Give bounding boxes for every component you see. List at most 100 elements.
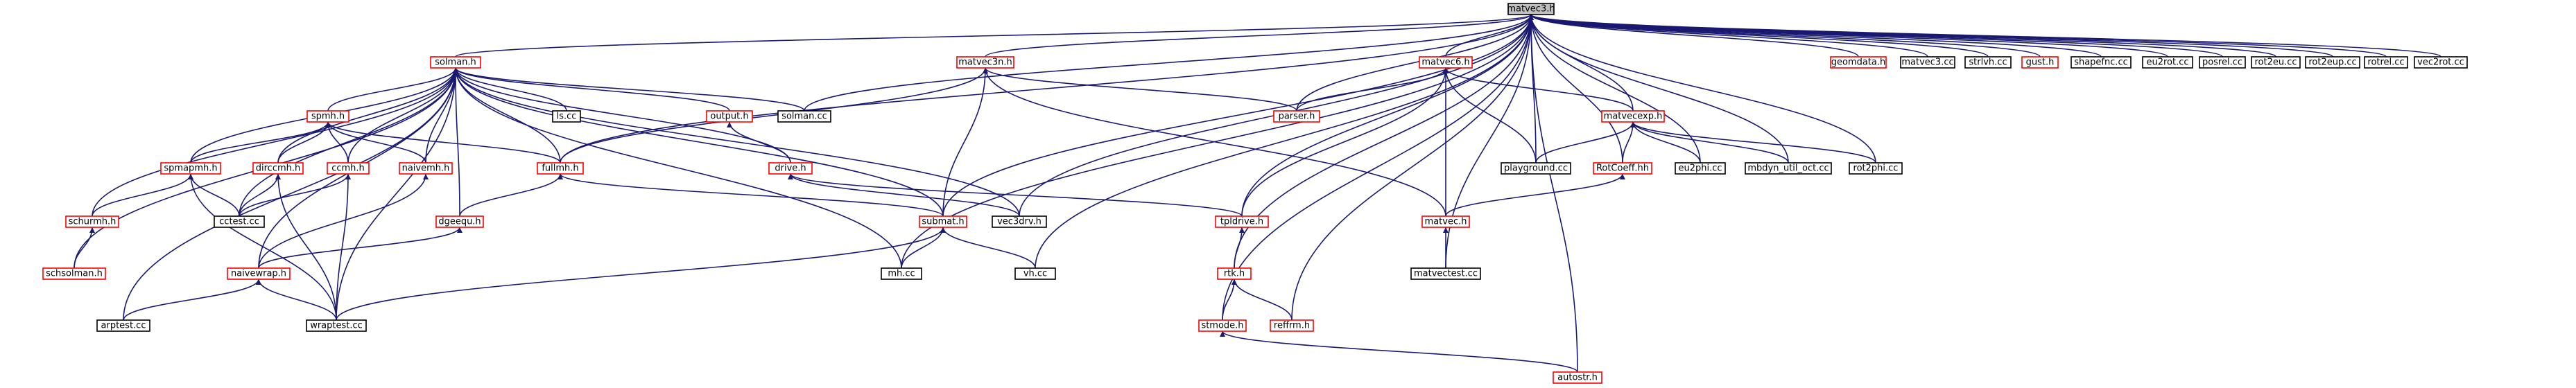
- node-schurmhh[interactable]: schurmh.h: [65, 215, 119, 228]
- node-eu2rotcc[interactable]: eu2rot.cc: [2142, 56, 2193, 69]
- edge-naivemhh-to-spmhh: [325, 121, 426, 164]
- node-ccmhh[interactable]: ccmh.h: [327, 162, 370, 175]
- node-stmodeh[interactable]: stmode.h: [1198, 319, 1247, 332]
- edge-fullmhh-to-matvec3nh: [560, 67, 988, 164]
- node-box: [552, 110, 581, 123]
- node-box: [1964, 56, 2012, 69]
- edge-dgeequh-to-fullmhh: [459, 173, 563, 217]
- edge-submath-to-matvec3nh: [942, 67, 988, 217]
- node-geomdatah[interactable]: geomdata.h: [1830, 56, 1887, 69]
- node-label: ls.cc: [557, 112, 577, 122]
- edge-naivewraph-to-naivemhh: [258, 173, 429, 269]
- node-box: [1745, 162, 1832, 175]
- node-eu2phicc[interactable]: eu2phi.cc: [1675, 162, 1726, 175]
- node-rtkh[interactable]: rtk.h: [1217, 267, 1252, 280]
- edge-eu2phicc-to-matvecexph: [1630, 121, 1701, 164]
- edge-arptestcc-to-solmanh: [123, 67, 458, 321]
- node-fullmhh[interactable]: fullmh.h: [537, 162, 584, 175]
- node-box: [1421, 215, 1470, 228]
- node-gusth[interactable]: gust.h: [2021, 56, 2059, 69]
- node-box: [1270, 319, 1314, 332]
- node-outputh[interactable]: output.h: [706, 110, 753, 123]
- node-schsolmanh[interactable]: schsolman.h: [42, 267, 106, 280]
- node-label: arptest.cc: [101, 321, 146, 331]
- node-solmancc[interactable]: solman.cc: [777, 110, 831, 123]
- edge-dirccmhh-to-spmhh: [277, 121, 331, 164]
- node-driveh[interactable]: drive.h: [768, 162, 813, 175]
- edge-solmancc-to-solmanh: [453, 67, 805, 112]
- node-naivewraph[interactable]: naivewrap.h: [227, 267, 291, 280]
- node-naivemhh[interactable]: naivemh.h: [399, 162, 453, 175]
- node-autostrh[interactable]: autostr.h: [1553, 371, 1602, 384]
- node-box: [1215, 215, 1269, 228]
- node-matvectestcc[interactable]: matvectest.cc: [1410, 267, 1481, 280]
- node-matvech[interactable]: matvec.h: [1421, 215, 1470, 228]
- node-label: RotCoeff.hh: [1596, 164, 1649, 174]
- node-label: tpldrive.h: [1220, 217, 1263, 227]
- node-box: [435, 215, 484, 228]
- node-vhcc[interactable]: vh.cc: [1014, 267, 1056, 280]
- node-box: [65, 215, 119, 228]
- node-shapefnccc[interactable]: shapefnc.cc: [2071, 56, 2132, 69]
- node-box: [1410, 267, 1481, 280]
- node-dirccmhh[interactable]: dirccmh.h: [252, 162, 304, 175]
- node-mbdynutiloctcc[interactable]: mbdyn_util_oct.cc: [1745, 162, 1832, 175]
- node-box: [306, 319, 367, 332]
- node-solmanh[interactable]: solman.h: [430, 56, 481, 69]
- node-label: matvec.h: [1425, 217, 1467, 227]
- node-label: reffrm.h: [1274, 321, 1310, 331]
- node-matvecexph[interactable]: matvecexp.h: [1601, 110, 1665, 123]
- node-box: [2021, 56, 2059, 69]
- edge-rotrelcc-to-matvec3h: [1528, 14, 2387, 58]
- node-arptestcc[interactable]: arptest.cc: [96, 319, 150, 332]
- node-parserh[interactable]: parser.h: [1273, 110, 1320, 123]
- node-matvec6h[interactable]: matvec6.h: [1419, 56, 1473, 69]
- node-cctestcc[interactable]: cctest.cc: [214, 215, 265, 228]
- node-tpldriveh[interactable]: tpldrive.h: [1215, 215, 1269, 228]
- node-rot2eucc[interactable]: rot2eu.cc: [2251, 56, 2301, 69]
- edge-autostrh-to-stmodeh: [1220, 330, 1578, 373]
- node-label: submat.h: [922, 217, 964, 227]
- node-spmapmhh[interactable]: spmapmh.h: [160, 162, 221, 175]
- edge-wraptestcc-to-spmapmhh: [188, 173, 337, 321]
- node-strlvhcc[interactable]: strlvh.cc: [1964, 56, 2012, 69]
- edge-eu2rotcc-to-matvec3h: [1528, 14, 2168, 58]
- edge-naivewraph-to-dgeequh: [258, 227, 463, 269]
- node-lscc[interactable]: ls.cc: [552, 110, 581, 123]
- edge-matvech-to-matvec3nh: [983, 67, 1446, 217]
- node-rotcoeffhh[interactable]: RotCoeff.hh: [1593, 162, 1652, 175]
- node-matvec3nh[interactable]: matvec3n.h: [956, 56, 1014, 69]
- node-box: [1273, 110, 1320, 123]
- edge-driveh-to-outputh: [727, 121, 791, 164]
- edge-cctestcc-to-ccmhh: [239, 173, 351, 217]
- node-label: rtk.h: [1224, 269, 1245, 279]
- node-box: [1553, 371, 1602, 384]
- node-vec2rotcc[interactable]: vec2rot.cc: [2414, 56, 2468, 69]
- node-rot2phicc[interactable]: rot2phi.cc: [1849, 162, 1903, 175]
- node-label: dgeequ.h: [438, 217, 481, 227]
- edge-outputh-to-solmanh: [453, 67, 730, 112]
- node-label: shapefnc.cc: [2074, 58, 2128, 68]
- node-spmhh[interactable]: spmh.h: [306, 110, 349, 123]
- node-label: matvec3.h: [1507, 4, 1555, 15]
- node-mhcc[interactable]: mh.cc: [881, 267, 922, 280]
- node-matvec3h[interactable]: matvec3.h: [1507, 3, 1555, 15]
- node-label: spmh.h: [311, 112, 345, 122]
- edge-matvech-to-rotcoeffhh: [1445, 173, 1625, 217]
- node-rot2eupcc[interactable]: rot2eup.cc: [2305, 56, 2360, 69]
- node-label: spmapmh.h: [164, 164, 217, 174]
- node-playgroundcc[interactable]: playground.cc: [1501, 162, 1571, 175]
- node-wraptestcc[interactable]: wraptest.cc: [306, 319, 367, 332]
- edge-spmhh-to-solmanh: [327, 67, 458, 112]
- node-label: cctest.cc: [219, 217, 259, 227]
- edge-vec2rotcc-to-matvec3h: [1528, 14, 2441, 58]
- node-reffrmh[interactable]: reffrm.h: [1270, 319, 1314, 332]
- node-submath[interactable]: submat.h: [919, 215, 967, 228]
- node-posrelcc[interactable]: posrel.cc: [2199, 56, 2246, 69]
- edge-submath-to-matvec3h: [942, 14, 1534, 217]
- node-matvec3cc[interactable]: matvec3.cc: [1900, 56, 1955, 69]
- node-vec3drvh[interactable]: vec3drv.h: [992, 215, 1047, 228]
- edge-vhcc-to-submath: [940, 227, 1036, 269]
- node-dgeequh[interactable]: dgeequ.h: [435, 215, 484, 228]
- node-rotrelcc[interactable]: rotrel.cc: [2364, 56, 2408, 69]
